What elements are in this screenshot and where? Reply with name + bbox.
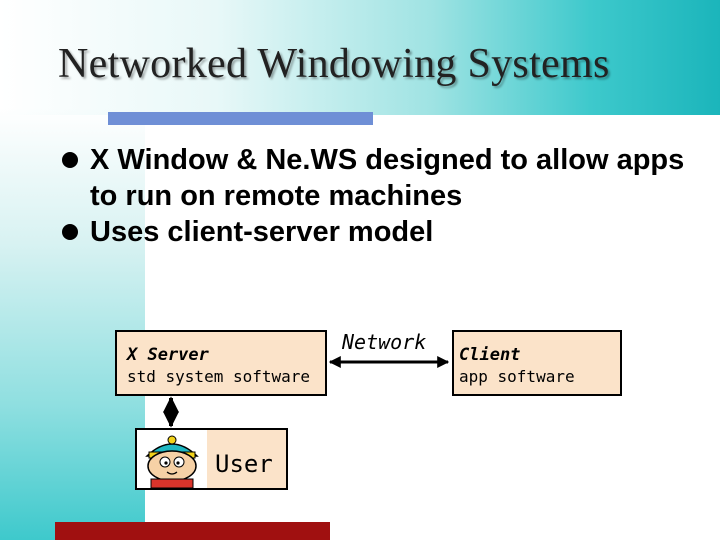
- network-label: Network: [342, 330, 427, 354]
- side-gradient: [0, 0, 145, 540]
- bullet-item: Uses client-server model: [58, 214, 698, 250]
- slide-title: Networked Windowing Systems: [58, 41, 610, 87]
- bullet-dot-icon: [62, 152, 78, 168]
- client-subtitle: app software: [459, 367, 575, 386]
- x-server-subtitle: std system software: [127, 367, 311, 386]
- user-label: User: [215, 450, 273, 478]
- user-avatar-icon: [137, 430, 207, 488]
- bullet-list: X Window & Ne.WS designed to allow apps …: [58, 142, 698, 250]
- x-server-box: X Server std system software: [115, 330, 327, 396]
- bullet-item: X Window & Ne.WS designed to allow apps …: [58, 142, 698, 214]
- client-title: Client: [459, 345, 521, 365]
- x-server-title: X Server: [127, 345, 209, 365]
- bullet-dot-icon: [62, 224, 78, 240]
- title-underline-bar: [108, 112, 373, 125]
- client-box: Client app software: [452, 330, 622, 396]
- bullet-text: Uses client-server model: [90, 216, 434, 248]
- bottom-accent-bar: [55, 522, 330, 540]
- bullet-text: X Window & Ne.WS designed to allow apps …: [90, 144, 685, 212]
